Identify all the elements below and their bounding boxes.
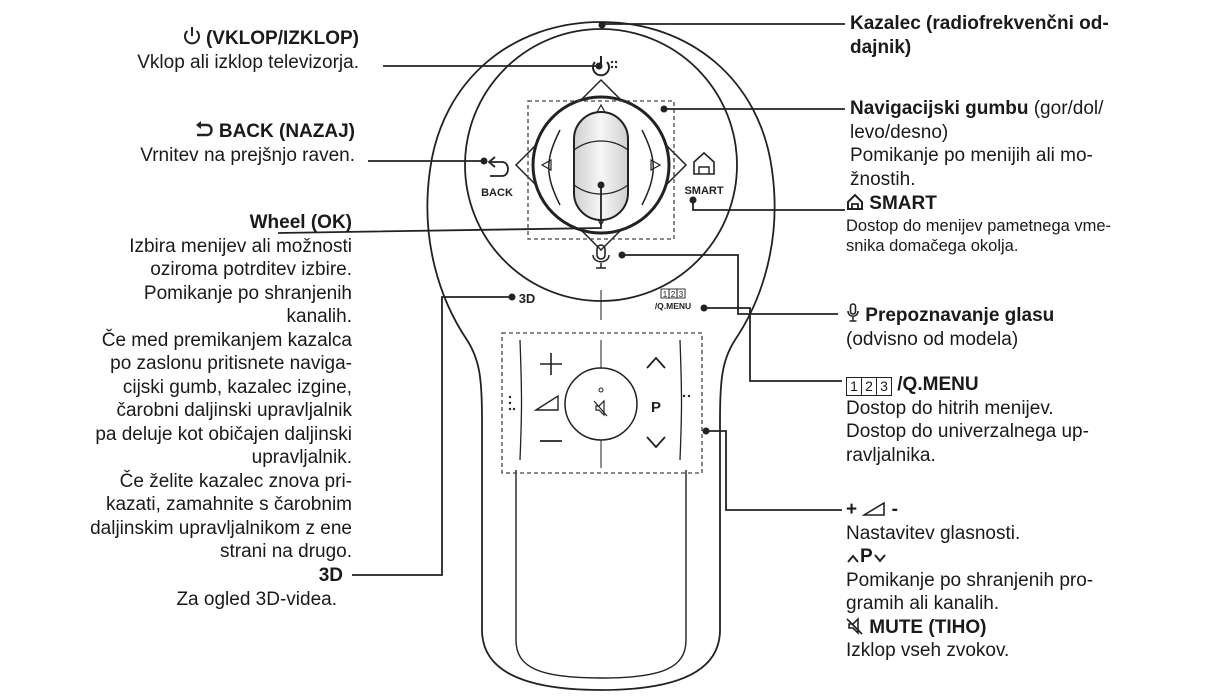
volume-plus-icon bbox=[540, 353, 562, 375]
back-arrow-icon bbox=[195, 121, 213, 137]
wheel-title: Wheel (OK) bbox=[249, 212, 352, 233]
volume-dots-icon bbox=[508, 395, 516, 411]
back-button-icon bbox=[487, 156, 509, 177]
back-title: BACK (NAZAJ) bbox=[140, 120, 355, 144]
back-desc: Vrnitev na prejšnjo raven. bbox=[140, 144, 355, 166]
voice-desc: (odvisno od modela) bbox=[846, 328, 1019, 350]
three-d-desc: Za ogled 3D-videa. bbox=[176, 588, 337, 610]
power-title: (VKLOP/IZKLOP) bbox=[137, 26, 359, 51]
qmenu-digit-boxes: 1 2 3 bbox=[660, 288, 686, 299]
three-d-callout: 3D Za ogled 3D-videa. bbox=[133, 564, 343, 611]
voice-title: Prepoznavanje glasu bbox=[846, 303, 1054, 328]
remote-inner-line bbox=[515, 470, 687, 679]
home-icon bbox=[847, 193, 863, 210]
wheel-callout: Wheel (OK) Izbira menijev ali možnosti o… bbox=[90, 212, 352, 562]
volume-title: + - bbox=[846, 499, 898, 520]
program-button-label: P bbox=[651, 399, 661, 416]
smart-button-label: SMART bbox=[684, 185, 723, 197]
three-d-button-label: 3D bbox=[519, 291, 536, 306]
lower-dashed-box bbox=[501, 332, 703, 474]
power-desc: Vklop ali izklop televizorja. bbox=[137, 51, 359, 73]
program-up-icon bbox=[646, 356, 666, 369]
power-icon bbox=[183, 27, 200, 45]
navigation-callout: Navigacijski gumbu (gor/dol/ levo/desno)… bbox=[850, 98, 1104, 190]
volume-icon-label bbox=[862, 501, 886, 516]
callout-lines bbox=[277, 21, 845, 576]
mute-desc: Izklop vseh zvokov. bbox=[846, 640, 1010, 661]
mute-icon bbox=[593, 399, 608, 417]
volume-icon bbox=[533, 394, 559, 411]
mute-title: MUTE (TIHO) bbox=[846, 616, 1093, 640]
back-button-label: BACK bbox=[481, 187, 513, 199]
smart-home-icon bbox=[693, 151, 715, 175]
nav-dashed-box bbox=[527, 100, 675, 240]
voice-callout: Prepoznavanje glasu (odvisno od modela) bbox=[846, 303, 1054, 351]
pointer-callout: Kazalec (radiofrekvenčni od- dajnik) bbox=[850, 13, 1109, 58]
mute-icon-label bbox=[846, 616, 863, 635]
program-dots-icon bbox=[682, 394, 691, 398]
qmenu-button-label: /Q.MENU bbox=[655, 301, 691, 311]
volume-desc: Nastavitev glasnosti. bbox=[846, 522, 1021, 544]
microphone-icon-label bbox=[847, 303, 859, 322]
power-callout: (VKLOP/IZKLOP) Vklop ali izklop televizo… bbox=[137, 26, 359, 74]
nav-right-arrow bbox=[650, 158, 662, 172]
program-down-icon bbox=[646, 436, 666, 449]
volume-rocker bbox=[519, 339, 523, 461]
svg-text:2: 2 bbox=[671, 290, 676, 299]
smart-title: SMART bbox=[846, 192, 1111, 216]
nav-left-arrow bbox=[540, 158, 552, 172]
smart-callout: SMART Dostop do menijev pametnega vme- s… bbox=[846, 192, 1112, 255]
microphone-icon bbox=[592, 244, 610, 269]
three-d-title: 3D bbox=[318, 565, 343, 586]
program-title: P bbox=[846, 545, 1093, 569]
navigation-title: Navigacijski gumbu bbox=[850, 98, 1029, 119]
volume-program-callout: + - Nastavitev glasnosti. P Pomikanje po… bbox=[846, 499, 1094, 661]
svg-text:3: 3 bbox=[679, 290, 684, 299]
svg-text:1: 1 bbox=[663, 290, 668, 299]
chevron-down-icon bbox=[873, 554, 886, 563]
chevron-up-icon bbox=[847, 554, 859, 563]
back-callout: BACK (NAZAJ) Vrnitev na prejšnjo raven. bbox=[140, 120, 355, 167]
